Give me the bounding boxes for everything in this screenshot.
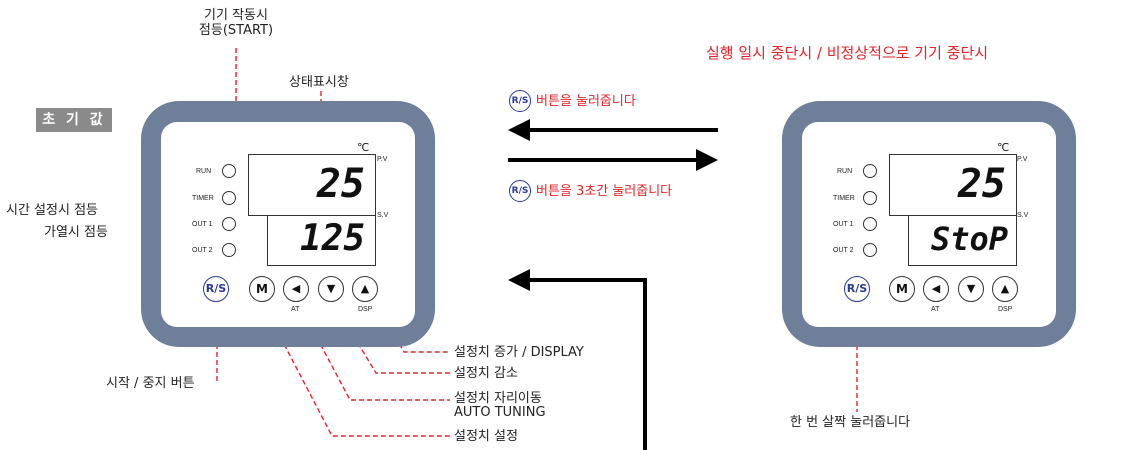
arrow-bottom-text: 버튼을 3초간 눌러줍니다 xyxy=(536,184,673,199)
initial-value-badge: 초 기 값 xyxy=(36,108,112,132)
left-timer-led xyxy=(222,191,236,205)
right-sv-label: S.V xyxy=(1017,212,1029,219)
left-timer-label: TIMER xyxy=(192,195,214,202)
left-run-led xyxy=(222,164,236,178)
left-sv-display: 125 xyxy=(267,215,376,266)
right-up-button[interactable]: ▲ xyxy=(992,276,1018,302)
right-sv-value: StoP xyxy=(930,220,1008,258)
right-at-label: AT xyxy=(931,306,940,313)
right-run-led xyxy=(863,164,877,178)
pause-title: 실행 일시 중단시 / 비정상적으로 기기 중단시 xyxy=(706,44,989,62)
right-rs-button[interactable]: R/S xyxy=(844,276,870,302)
left-shift-button[interactable]: ◀ xyxy=(283,276,309,302)
right-timer-label: TIMER xyxy=(833,195,855,202)
right-sv-display: StoP xyxy=(908,215,1017,266)
right-out2-label: OUT 2 xyxy=(833,247,854,254)
left-pv-value: 25 xyxy=(316,161,365,207)
left-pv-display: 25 xyxy=(248,154,376,216)
timer-lamp-label: 시간 설정시 점등 xyxy=(6,203,98,218)
right-out1-label: OUT 1 xyxy=(833,221,854,228)
right-pv-display: 25 xyxy=(889,154,1017,216)
rs-icon-bottom: R/S xyxy=(509,180,531,202)
heat-lamp-label: 가열시 점등 xyxy=(44,225,108,240)
down-label: 설정치 감소 xyxy=(454,366,518,381)
status-window-label: 상태표시창 xyxy=(289,75,349,90)
start-stop-label: 시작 / 중지 버튼 xyxy=(106,376,195,391)
right-unit-label: ℃ xyxy=(997,141,1010,154)
right-down-button[interactable]: ▼ xyxy=(958,276,984,302)
left-out2-label: OUT 2 xyxy=(192,247,213,254)
up-display-label: 설정치 증가 / DISPLAY xyxy=(454,345,584,360)
arrow-top-text: 버튼을 눌러줍니다 xyxy=(536,94,636,109)
left-sv-label: S.V xyxy=(377,212,389,219)
rs-icon-top: R/S xyxy=(509,90,531,112)
left-unit-label: ℃ xyxy=(357,141,370,154)
shift-autotuning-label: 설정치 자리이동 AUTO TUNING xyxy=(454,391,546,420)
left-at-label: AT xyxy=(291,306,300,313)
left-up-button[interactable]: ▲ xyxy=(352,276,378,302)
left-sv-value: 125 xyxy=(299,218,365,259)
left-out2-led xyxy=(222,243,236,257)
left-pv-label: P.V xyxy=(377,156,388,163)
right-out1-led xyxy=(863,217,877,231)
left-down-button[interactable]: ▼ xyxy=(318,276,344,302)
run-lamp-label: 기기 작동시 점등(START) xyxy=(198,8,274,38)
right-run-label: RUN xyxy=(837,168,853,175)
left-dsp-label: DSP xyxy=(358,306,373,313)
left-rs-button[interactable]: R/S xyxy=(203,276,229,302)
press-briefly-label: 한 번 살짝 눌러줍니다 xyxy=(790,415,911,430)
right-pv-label: P.V xyxy=(1017,156,1028,163)
right-out2-led xyxy=(863,243,877,257)
right-shift-button[interactable]: ◀ xyxy=(923,276,949,302)
left-out1-label: OUT 1 xyxy=(192,221,213,228)
right-mode-button[interactable]: M xyxy=(889,276,915,302)
right-timer-led xyxy=(863,191,877,205)
left-out1-led xyxy=(222,217,236,231)
right-dsp-label: DSP xyxy=(998,306,1013,313)
left-mode-button[interactable]: M xyxy=(249,276,275,302)
right-pv-value: 25 xyxy=(957,161,1006,207)
set-label: 설정치 설정 xyxy=(454,429,518,444)
left-run-label: RUN xyxy=(196,168,212,175)
